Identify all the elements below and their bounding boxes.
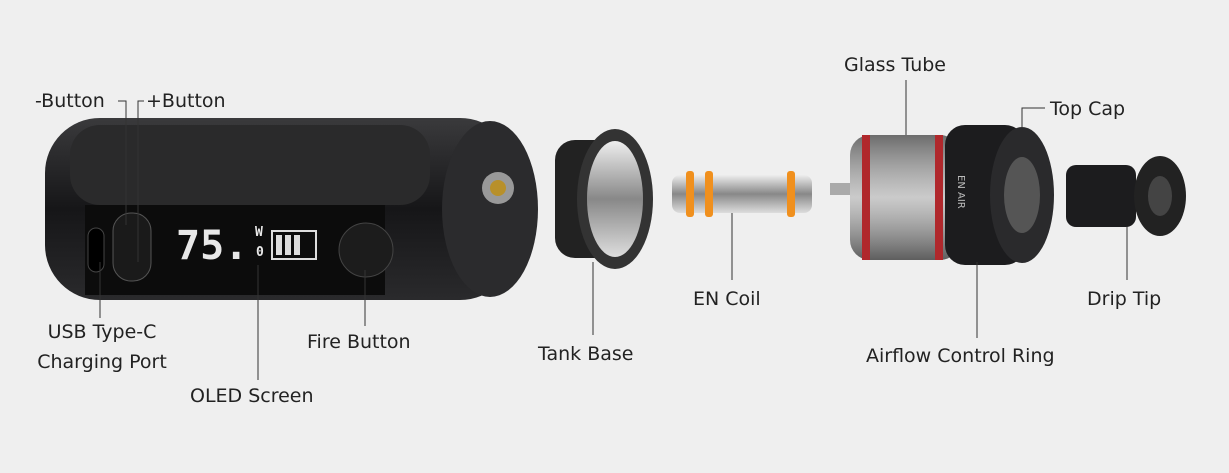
battery-icon <box>271 230 317 260</box>
tank-base-part <box>555 129 653 269</box>
label-glass-tube: Glass Tube <box>844 54 946 76</box>
label-airflow-ring: Airflow Control Ring <box>866 345 1055 367</box>
label-usb-port-line1: USB Type-C <box>47 321 157 343</box>
adjust-buttons <box>112 212 152 282</box>
label-drip-tip: Drip Tip <box>1087 288 1162 310</box>
fire-button-shape <box>338 222 394 278</box>
label-plus-button: +Button <box>146 90 226 112</box>
screen-power-value: 75. <box>176 223 249 269</box>
tank-part <box>830 125 1054 265</box>
label-oled-screen: OLED Screen <box>190 385 314 407</box>
leader-lines <box>99 80 1128 380</box>
coil-part <box>672 171 812 217</box>
label-usb-port-line2: Charging Port <box>37 351 167 373</box>
label-tank-base: Tank Base <box>538 343 634 365</box>
label-top-cap: Top Cap <box>1050 98 1126 120</box>
mod-top-face <box>442 121 538 297</box>
drip-tip-part <box>1066 156 1186 236</box>
battery-bar <box>276 235 282 255</box>
label-minus-button: -Button <box>35 90 105 112</box>
label-usb-port: USB Type-C Charging Port <box>22 317 182 377</box>
tank-engraving: EN AIR <box>955 175 966 209</box>
label-en-coil: EN Coil <box>693 288 761 310</box>
mod-device <box>45 118 538 300</box>
battery-bar <box>285 235 291 255</box>
usb-port <box>87 227 105 273</box>
battery-bar <box>294 235 300 255</box>
screen-power-decimal: 0 <box>256 245 264 260</box>
screen-unit: W <box>255 225 263 240</box>
leather-panel <box>70 125 430 205</box>
label-fire-button: Fire Button <box>307 331 411 353</box>
